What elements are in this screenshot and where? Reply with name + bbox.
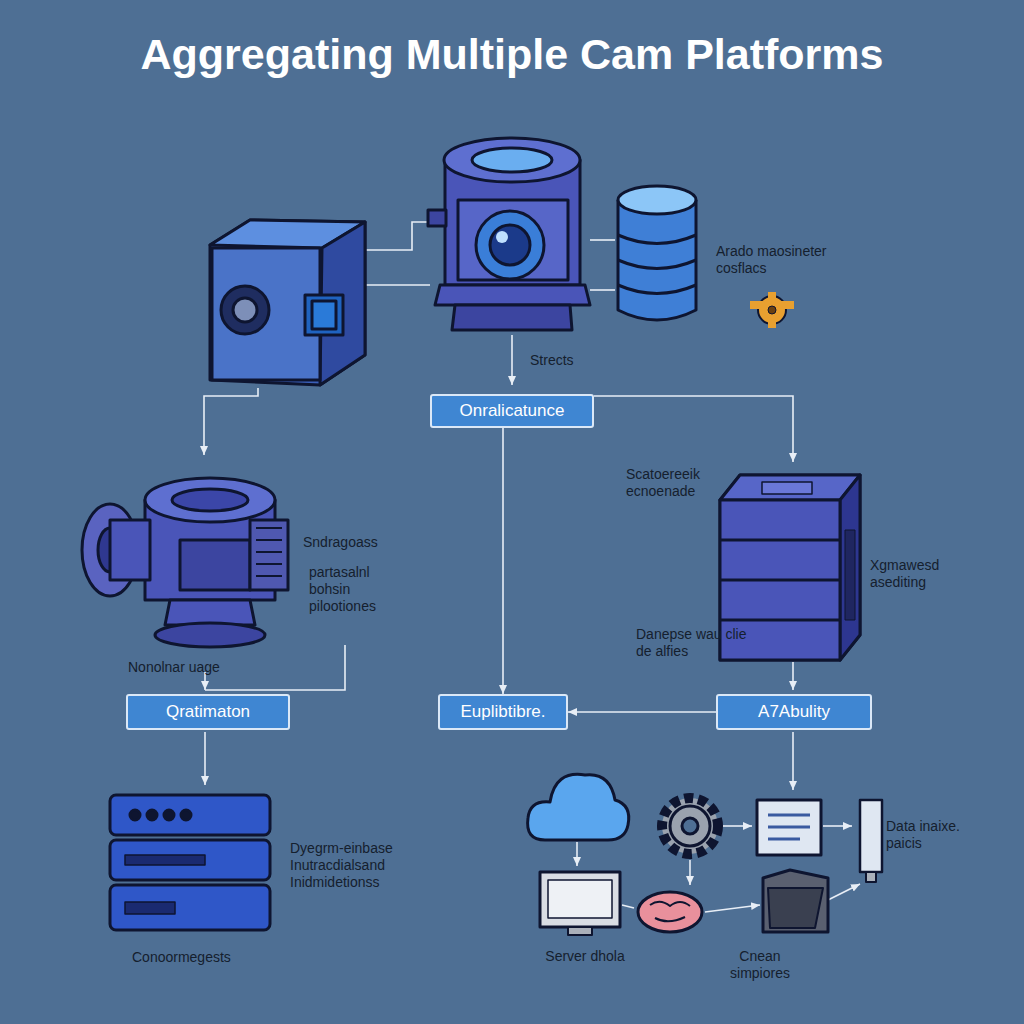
process-box: Euplibtibre. — [438, 694, 568, 730]
text-label: Server dhola — [545, 948, 625, 965]
process-box: A7Abulity — [716, 694, 872, 730]
text-label: Strects — [530, 352, 600, 369]
text-label: Nonolnar uage — [128, 659, 238, 676]
process-box: Qratimaton — [126, 694, 290, 730]
text-label: Dyegrm-einbase Inutracdialsand Inidmidet… — [290, 840, 425, 891]
box-text: Onralicatunce — [460, 401, 565, 421]
connector-arrow — [568, 711, 716, 713]
text-label: Sndragoass — [303, 534, 413, 551]
text-label: Cnean simpiores — [720, 948, 800, 982]
text-label: Scatoereeik ecnoenade — [626, 466, 726, 500]
text-label: partasalnl bohsin pilootiones — [309, 564, 404, 615]
box-text: Euplibtibre. — [460, 702, 545, 722]
text-label: Arado maosineter cosflacs — [716, 243, 866, 277]
diagram-title: Aggregating Multiple Cam Platforms — [0, 30, 1024, 79]
text-label: Danepse wau clie de alfies — [636, 626, 748, 660]
box-text: Qratimaton — [166, 702, 250, 722]
process-box: Onralicatunce — [430, 394, 594, 428]
text-label: Conoormegests — [132, 949, 272, 966]
box-text: A7Abulity — [758, 702, 830, 722]
text-label: Data inaixe. paicis — [886, 818, 966, 852]
text-label: Xgmawesd asediting — [870, 557, 980, 591]
connector-arrow — [502, 428, 504, 694]
